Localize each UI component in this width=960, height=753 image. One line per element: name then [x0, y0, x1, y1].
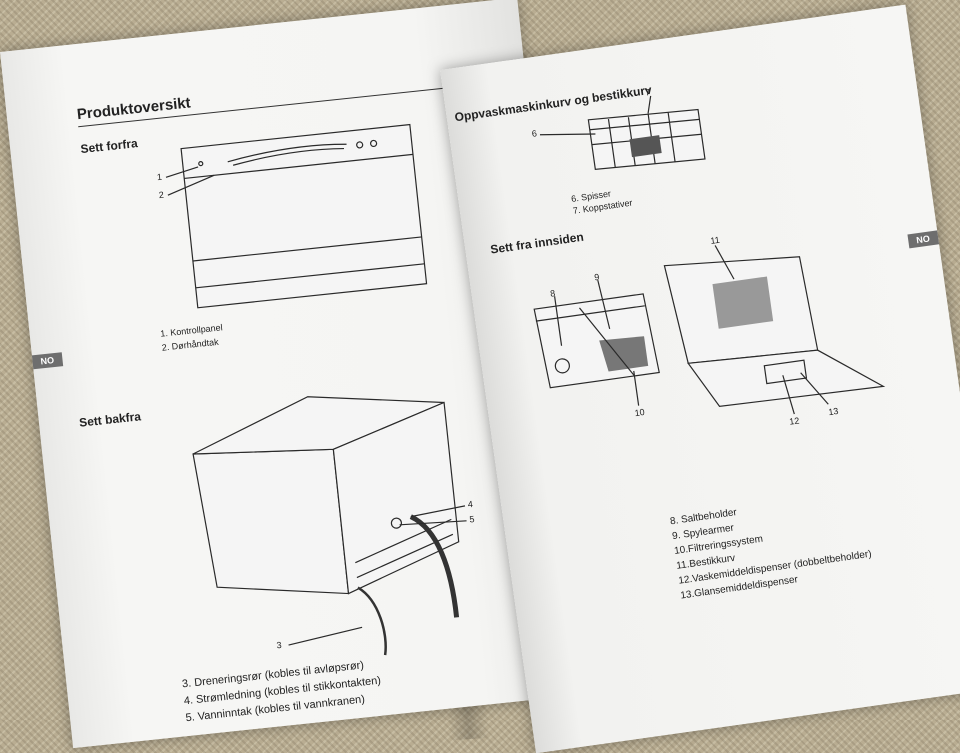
back-callout-4: 4 — [467, 499, 474, 510]
right-page: Oppvaskmaskinkurv og bestikkurv 6 7 6. S… — [440, 4, 960, 753]
back-callout-5: 5 — [468, 513, 475, 525]
back-callout-3: 3 — [276, 639, 283, 651]
inside-callout-11: 11 — [709, 234, 721, 246]
back-view-illustration — [192, 396, 467, 656]
inside-callout-13: 13 — [827, 405, 840, 418]
front-view-illustration — [165, 123, 428, 309]
basket-illustration — [539, 95, 706, 170]
left-page: Produktoversikt Sett forfra 1 2 1. Kontr… — [0, 0, 591, 749]
inside-callout-10: 10 — [633, 406, 646, 419]
inside-illustration — [533, 245, 886, 415]
inside-callout-12: 12 — [788, 415, 800, 427]
